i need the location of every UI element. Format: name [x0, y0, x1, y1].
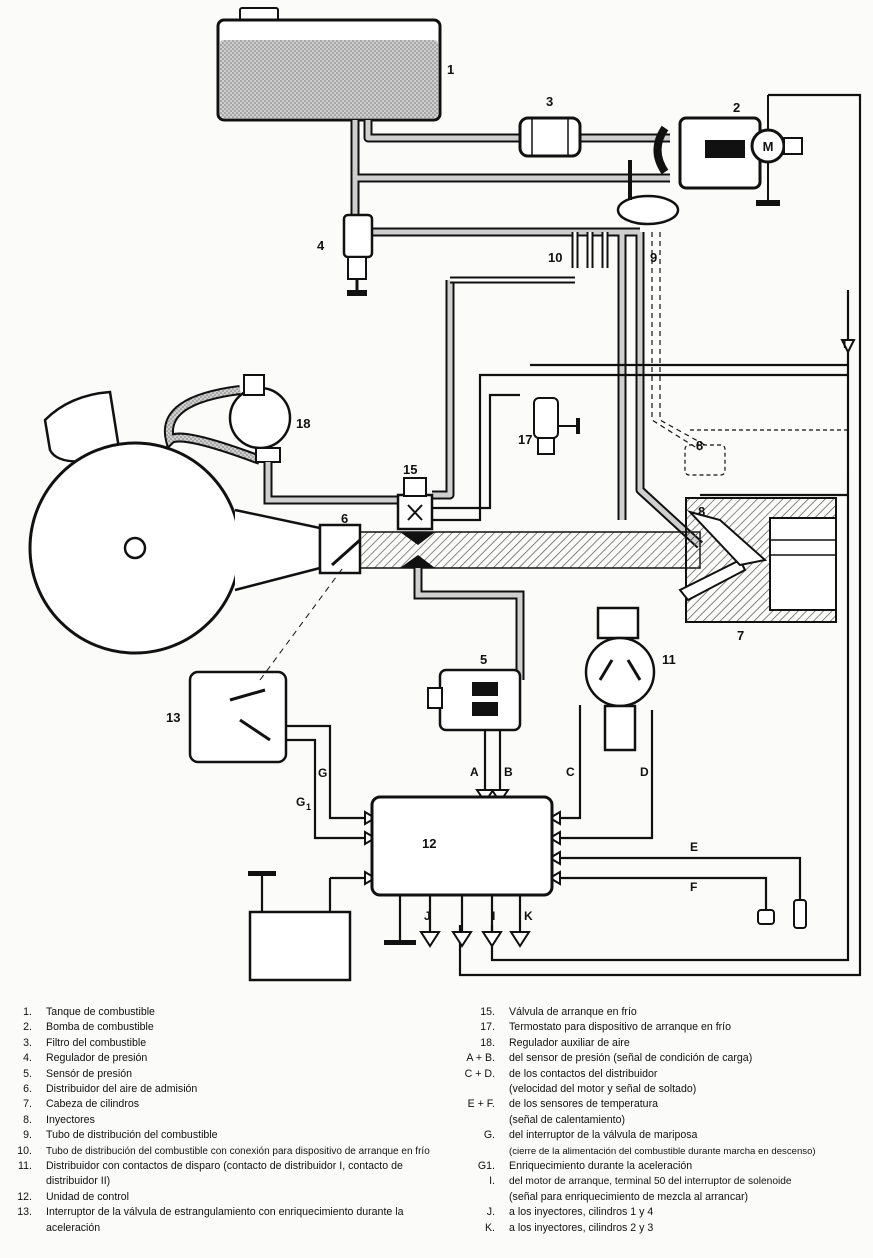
- legend-item: 18.Regulador auxiliar de aire: [480, 1036, 630, 1049]
- aux-air-regulator: [163, 374, 400, 505]
- signal-i: I: [492, 909, 495, 923]
- signal-c: C: [566, 765, 575, 779]
- thermostat: [533, 397, 580, 455]
- legend-item: 2.Bomba de combustible: [23, 1021, 154, 1034]
- legend-item: 15.Válvula de arranque en frío: [480, 1006, 637, 1018]
- label-13: 13: [166, 710, 180, 725]
- label-4: 4: [317, 238, 325, 253]
- legend-right: 15.Válvula de arranque en frío 17.Termos…: [455, 1005, 870, 1236]
- legend-item: E + F.de los sensores de temperatura: [467, 1098, 658, 1111]
- label-6: 6: [341, 511, 348, 526]
- distributor: [584, 606, 656, 752]
- legend-item: 9.Tubo de distribución del combustible: [23, 1129, 218, 1142]
- intake-system: [28, 390, 701, 655]
- signal-g: G: [318, 766, 327, 780]
- label-2: 2: [733, 100, 740, 115]
- legend-item: J.a los inyectores, cilindros 1 y 4: [486, 1206, 654, 1219]
- legend-item: (cierre de la alimentación del combustib…: [509, 1145, 816, 1157]
- legend-item: K.a los inyectores, cilindros 2 y 3: [484, 1221, 654, 1234]
- label-9: 9: [650, 250, 657, 265]
- legend-left: 1.Tanque de combustible 2.Bomba de combu…: [0, 1005, 432, 1236]
- label-7: 7: [737, 628, 744, 643]
- pressure-sensor: [413, 568, 525, 732]
- signal-labels: A B C D E F G G 1 I J I K: [296, 337, 846, 923]
- legend-item: 12.Unidad de control: [17, 1190, 130, 1203]
- signal-g1: G: [296, 795, 305, 809]
- cylinder-head: [678, 497, 837, 623]
- label-18: 18: [296, 416, 310, 431]
- cold-start-valve: [396, 477, 434, 531]
- signal-arrows: [364, 339, 856, 948]
- legend-item: I.del motor de arranque, terminal 50 del…: [489, 1175, 792, 1188]
- motor-symbol: M: [763, 139, 774, 154]
- fuel-pump: M: [653, 95, 803, 206]
- signal-a: A: [470, 765, 479, 779]
- throttle-switch: [188, 564, 346, 764]
- fuel-manifold-valve: [616, 160, 680, 226]
- legend-item: 6.Distribuidor del aire de admisión: [23, 1083, 198, 1096]
- label-8a: 8: [696, 438, 703, 453]
- legend-item: 7.Cabeza de cilindros: [23, 1098, 140, 1111]
- wiring: [286, 93, 862, 977]
- label-11: 11: [662, 652, 676, 667]
- legend-item: (velocidad del motor y señal de soltado): [509, 1083, 697, 1096]
- signal-j: J: [424, 909, 431, 923]
- signal-f: F: [690, 880, 697, 894]
- temperature-sensors: [757, 899, 807, 929]
- legend-item: G.del interruptor de la válvula de marip…: [483, 1129, 698, 1142]
- signal-g1-sub: 1: [306, 802, 311, 812]
- signal-i-line: I: [843, 337, 846, 351]
- battery: [248, 871, 352, 982]
- legend-item: 13.Interruptor de la válvula de estrangu…: [17, 1206, 404, 1234]
- legend-item: A + B.del sensor de presión (señal de co…: [466, 1052, 753, 1065]
- legend-item: C + D.de los contactos del distribuidor: [464, 1067, 658, 1080]
- legend-item: (señal de calentamiento): [509, 1113, 626, 1126]
- control-unit: [370, 795, 554, 897]
- signal-e: E: [690, 840, 698, 854]
- injector-alt: [684, 429, 849, 495]
- legend-item: 11.Distribuidor con contactos de disparo…: [18, 1160, 403, 1188]
- label-8b: 8: [698, 504, 705, 519]
- legend-item: 8.Inyectores: [23, 1113, 95, 1126]
- label-17: 17: [518, 432, 532, 447]
- legend-item: G1.Enriquecimiento durante la aceleració…: [477, 1160, 693, 1173]
- signal-k: K: [524, 909, 533, 923]
- legend-item: 4.Regulador de presión: [23, 1052, 148, 1065]
- fuel-filter: [518, 116, 582, 158]
- signal-b: B: [504, 765, 513, 779]
- label-10: 10: [548, 250, 562, 265]
- label-15: 15: [403, 462, 417, 477]
- fuel-injection-schematic: M: [28, 7, 862, 982]
- label-5: 5: [480, 652, 487, 667]
- legend-item: 10.Tubo de distribución del combustible …: [17, 1144, 430, 1157]
- legend-item: (señal para enriquecimiento de mezcla al…: [509, 1190, 749, 1203]
- legend-item: 5.Sensór de presión: [23, 1067, 132, 1080]
- legend-item: 3.Filtro del combustible: [23, 1036, 147, 1049]
- label-1: 1: [447, 62, 454, 77]
- legend-item: 1.Tanque de combustible: [23, 1006, 155, 1018]
- signal-d: D: [640, 765, 649, 779]
- fuel-tank: [216, 7, 442, 122]
- pressure-regulator: [342, 213, 374, 296]
- label-12: 12: [422, 836, 436, 851]
- legend-item: 17.Termostato para dispositivo de arranq…: [480, 1021, 732, 1034]
- component-labels: 1 2 3 4 5 6 7 8 8 9 10 11 12 13 15 17 18: [166, 62, 744, 851]
- label-3: 3: [546, 94, 553, 109]
